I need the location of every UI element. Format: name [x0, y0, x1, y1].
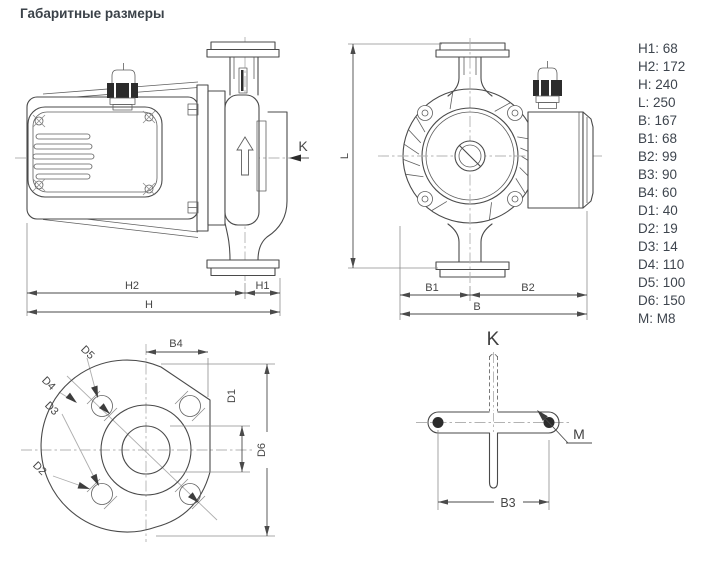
dimension-list-item: H: 240 [638, 77, 678, 92]
dim-label-h1: H1 [255, 280, 269, 292]
front-dimensions: L B1 B2 B [339, 43, 588, 320]
flow-direction-arrow [236, 136, 254, 176]
dimension-list: H1: 68 H2: 172 H: 240 L: 250 B: 167 B1: … [638, 40, 685, 328]
tie-rod-nuts [187, 103, 199, 214]
dim-label-b: B [473, 301, 480, 313]
leader-arrows [537, 410, 548, 421]
motor-body [26, 96, 199, 220]
flange-dimensions: B4 D1 D6 [146, 338, 275, 537]
dim-label-b3: B3 [500, 496, 515, 510]
k-section-arrow [289, 154, 309, 162]
dim-label-d6: D6 [256, 443, 268, 457]
dimension-list-item: D3: 14 [638, 239, 678, 254]
bleed-screw [238, 67, 248, 94]
dimension-list-item: B2: 99 [638, 149, 678, 164]
pipe-flanges [206, 41, 280, 277]
bore-circle [121, 425, 171, 475]
dim-label-d1: D1 [226, 389, 238, 403]
key-dimensions: B3 [437, 430, 550, 510]
shaft-screw [454, 140, 486, 172]
dimension-list-item: H2: 172 [638, 59, 686, 74]
dimension-list-item: D2: 19 [638, 221, 678, 236]
dim-label-d4: D4 [39, 374, 57, 392]
dim-label-m: M [573, 426, 585, 442]
dimension-list-item: D4: 110 [638, 257, 685, 272]
view-k-detail-drawing: K M B3 [416, 329, 592, 510]
cable-gland [533, 61, 562, 109]
motor-cover [27, 106, 163, 198]
dim-label-d5: D5 [78, 343, 96, 361]
suction-pipe [229, 56, 259, 96]
motor-vent-slots [32, 133, 95, 180]
dimension-list-item: B3: 90 [638, 167, 678, 182]
dimension-list-item: D5: 100 [638, 275, 686, 290]
pump-side-view-drawing: K H2 H1 H [15, 37, 309, 316]
cover-screws [32, 110, 156, 196]
vertical-slot-lower [488, 432, 499, 489]
pipe-flanges [435, 42, 510, 278]
vertical-pipes [447, 56, 493, 263]
dimension-list-item: D6: 150 [638, 293, 686, 308]
dim-label-b1: B1 [425, 282, 438, 294]
dimension-list-item: L: 250 [638, 95, 676, 110]
page-title: Габаритные размеры [20, 6, 165, 21]
adapter-plate [196, 84, 209, 232]
dim-label-d3: D3 [42, 399, 60, 417]
flange-view-drawing: D5 D4 D3 D2 B4 D1 D6 [21, 338, 275, 542]
volute-outline [257, 111, 288, 261]
dim-label-b4: B4 [169, 338, 182, 350]
view-label-k: K [487, 329, 500, 350]
label-k: K [298, 138, 308, 154]
housing-bosses [417, 105, 523, 207]
dimension-list-item: B1: 68 [638, 131, 678, 146]
mounting-hole-left [432, 417, 444, 428]
pump-front-view-drawing: L B1 B2 B [339, 38, 602, 320]
dim-label-l: L [339, 153, 351, 159]
dimension-list-item: B4: 60 [638, 185, 678, 200]
cable-gland [107, 63, 138, 111]
dimension-list-item: M: M8 [638, 311, 676, 326]
dim-label-b2: B2 [521, 282, 534, 294]
leader-arrows [65, 385, 199, 503]
side-dimensions: H2 H1 H [26, 223, 281, 316]
dim-label-h2: H2 [125, 280, 139, 292]
dimension-list-item: B: 167 [638, 113, 678, 128]
dimension-list-item: D1: 40 [638, 203, 678, 218]
boss-circle [100, 404, 192, 496]
dimension-list-item: H1: 68 [638, 41, 678, 56]
flange-outline [40, 359, 211, 533]
terminal-box [527, 111, 594, 209]
hidden-vertical-slot [489, 353, 498, 412]
dim-label-h: H [145, 299, 153, 311]
